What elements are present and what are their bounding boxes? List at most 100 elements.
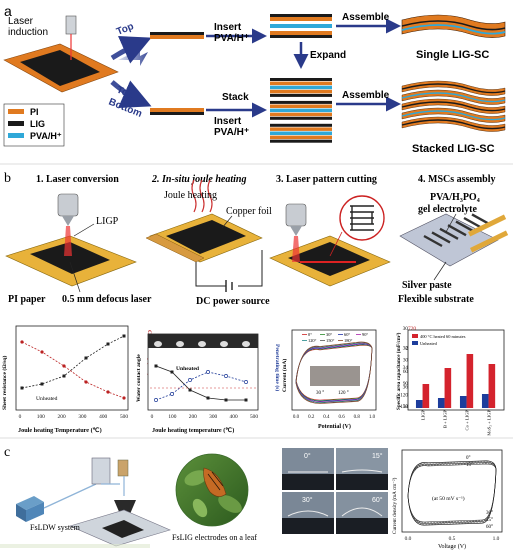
photo-label-30: 30 °: [316, 391, 324, 396]
panel-b: b 1. Laser conversion 2. In-situ joule h…: [1, 171, 509, 436]
msc-finger: [463, 216, 483, 230]
step-4: 4. MSCs assembly: [418, 174, 496, 185]
stack-layer: [270, 89, 332, 94]
bottom-layer-pi: [150, 108, 204, 112]
bar: [415, 400, 423, 408]
bar: [481, 394, 489, 408]
dc-source-label: DC power source: [196, 296, 270, 307]
laser-head-b1: [57, 193, 79, 217]
text-line: Insert: [214, 116, 242, 127]
penetrating-time-point: [154, 398, 158, 402]
tick-label: 100: [37, 414, 45, 420]
panel-c: c FsLDW system FsLIG electrodes on: [0, 445, 503, 550]
bottom-arrow: [110, 80, 152, 108]
chart-b1-xlabel: Joule heating Temperature (℃): [18, 427, 102, 434]
text-line: PVA/H⁺: [214, 33, 249, 44]
stack-layer: [270, 116, 332, 120]
legend-label: 150°: [326, 338, 335, 343]
step2-illustration: Joule heating Copper foil DC power sourc…: [145, 179, 272, 307]
bar: [422, 384, 430, 408]
chart-b2-ylabel-right: Penetrating time (s): [274, 344, 281, 391]
angle-0: 0°: [304, 452, 311, 460]
tick-label: 400: [99, 414, 107, 420]
bar: [437, 398, 445, 408]
sheet-resistance-point: [106, 342, 110, 346]
leaf-photo: FsLIG electrodes on a leaf: [172, 453, 257, 542]
penetrating-time-point: [244, 380, 248, 384]
top-label: Top: [115, 21, 135, 38]
ligp-label: LIGP: [96, 216, 119, 227]
stack-layer: [270, 127, 332, 131]
stacked-lig-sc: [401, 80, 506, 132]
gel-label-1: PVA/H₃PO₄: [430, 192, 480, 203]
conductivity-point: [40, 350, 44, 354]
tick-label: 300: [78, 414, 86, 420]
cv-c-loop: [407, 461, 497, 525]
tick-label: 0.8: [354, 415, 361, 420]
tick-label: 0: [151, 414, 154, 420]
single-lig-sc: [401, 14, 506, 38]
chart-c-legend-60: 60°: [486, 525, 493, 530]
conductivity-point: [106, 390, 110, 394]
chart-b3-ylabel: Current (mA): [281, 359, 288, 392]
tick-label: 34: [403, 365, 409, 371]
legend-label: 90°: [362, 332, 368, 337]
tick-label: 150: [400, 404, 408, 410]
stacked-sc-line: [401, 101, 506, 112]
msc-finger: [423, 234, 443, 248]
legend-label: 180°: [344, 338, 353, 343]
chart-b4: Specific area capacitance (mF/cm²) 400 °…: [395, 329, 505, 436]
angle-60: 60°: [372, 496, 383, 504]
category-label: B + LIGP: [443, 410, 448, 429]
chart-b2: Joule heating temperature (℃) Water cont…: [136, 333, 414, 434]
tick-label: 0.5: [449, 536, 456, 542]
droplet: [198, 341, 206, 347]
tick-label: 32: [403, 346, 409, 352]
defocus-label: 0.5 mm defocus laser: [62, 294, 152, 305]
fsldw-setup: FsLDW system: [0, 457, 171, 548]
panel-a-label: a: [4, 3, 12, 19]
tick-label: 500: [120, 414, 128, 420]
sheet-resistance-point: [62, 374, 66, 378]
stacked-sc-line: [401, 110, 506, 121]
cv-loop: [295, 341, 373, 404]
series-contact-angle: [155, 365, 246, 401]
cv-c-loop: [407, 462, 497, 524]
msc-finger: [455, 220, 475, 233]
penetrating-time-point: [224, 374, 228, 378]
cv-c-loop: [407, 460, 497, 526]
msc-finger: [439, 227, 459, 240]
series-conductivity: [21, 341, 125, 399]
chart-b3: 30 ° 120 ° Potential (V) Current (mA) 0.…: [281, 329, 377, 430]
bar: [459, 396, 467, 408]
tick-label: 100: [168, 414, 176, 420]
fsldw-label: FsLDW system: [30, 523, 81, 532]
text-line: induction: [8, 27, 48, 38]
step-3: 3. Laser pattern cutting: [276, 174, 377, 185]
text-line: Laser: [8, 16, 34, 27]
tick-label: 200: [189, 414, 197, 420]
contact-angle-point: [170, 370, 174, 374]
stacked-sc-line: [401, 92, 506, 103]
copper-foil-label: Copper foil: [226, 206, 272, 217]
legend-pva: PVA/H⁺: [30, 131, 62, 141]
laser-head-a: [65, 15, 77, 35]
stack-layer: [270, 104, 332, 108]
chart-b3-xlabel: Potential (V): [318, 423, 351, 430]
tick-label: 60: [403, 369, 409, 375]
tick-label: 0: [405, 346, 408, 352]
stack-layer: [270, 131, 332, 135]
tick-label: 0.6: [338, 415, 345, 420]
legend-pi: PI: [30, 107, 39, 117]
stacked-sc-line: [401, 119, 506, 130]
stack-layer: [270, 81, 332, 86]
stack-layer: [270, 93, 332, 97]
chart-b4-ylabel: Specific area capacitance (mF/cm²): [395, 332, 402, 410]
series-penetrating-time: [155, 371, 247, 401]
bottom-layer-lig: [150, 112, 204, 115]
pi-paper-label: PI paper: [8, 294, 46, 305]
tick-label: 36: [403, 385, 409, 391]
stack-layer: [270, 123, 332, 127]
